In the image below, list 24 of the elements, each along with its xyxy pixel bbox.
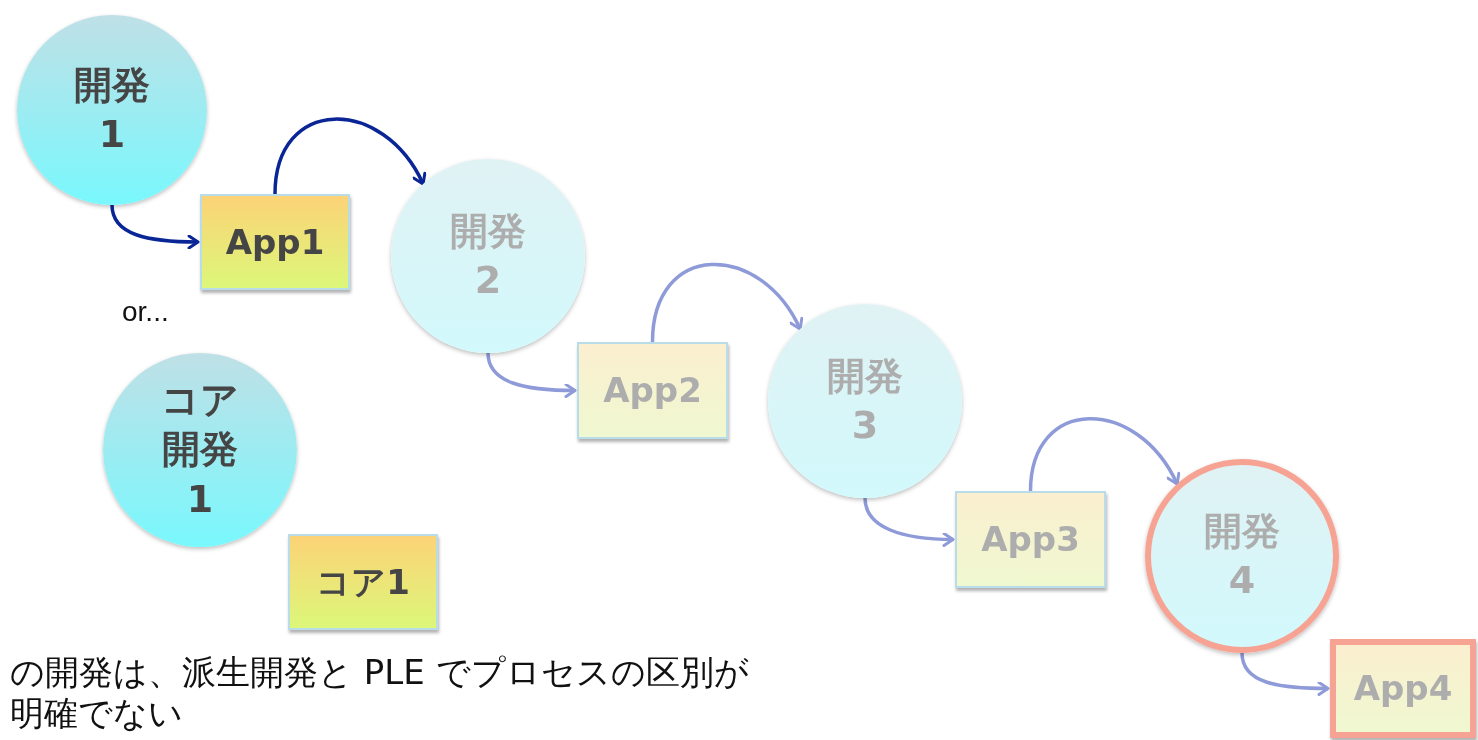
- node-label: 開発 2: [449, 207, 527, 304]
- node-label: App4: [1352, 667, 1454, 711]
- node-label: コア1: [315, 560, 411, 604]
- node-label: App1: [224, 220, 326, 264]
- app-box: [200, 194, 350, 290]
- app-box: [288, 534, 438, 630]
- node-label: App3: [980, 518, 1081, 562]
- app-box: [1330, 639, 1476, 738]
- curved-arrow: [110, 204, 200, 250]
- curved-arrow: [486, 352, 577, 398]
- note-text: の開発は、派生開発と PLE でプロセスの区別が明確でない: [10, 652, 750, 734]
- curved-arrow: [1028, 417, 1180, 492]
- app-box: [955, 491, 1106, 588]
- node-label: 開発 1: [73, 61, 151, 158]
- curved-arrow: [273, 117, 426, 195]
- curved-arrow: [1240, 652, 1330, 696]
- node-label: コア開発1: [160, 376, 240, 523]
- curved-arrow: [863, 497, 955, 547]
- node-label: 開発 4: [1203, 507, 1281, 604]
- or-label: or...: [122, 296, 169, 328]
- node-label: App2: [602, 369, 703, 413]
- app-box: [577, 342, 728, 439]
- curved-arrow: [650, 262, 803, 343]
- node-label: 開発 3: [826, 352, 904, 449]
